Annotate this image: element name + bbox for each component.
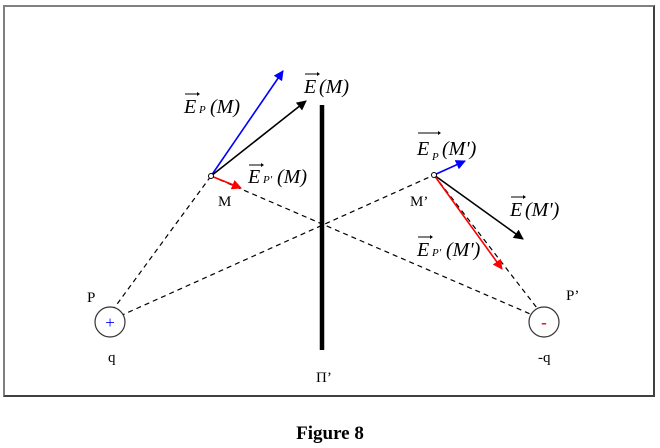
label-E-Pprime-Mprime: E P' (M') xyxy=(416,235,481,261)
charge-P-circle xyxy=(94,306,126,338)
label-Mprime: M’ xyxy=(410,194,428,210)
svg-text:(M'): (M') xyxy=(442,138,477,160)
label-E-Pprime-M: E P' (M) xyxy=(247,163,307,188)
svg-text:(M'): (M') xyxy=(525,199,560,221)
dashed-line-P-M xyxy=(111,175,212,312)
label-P: P xyxy=(87,290,95,306)
construction-lines xyxy=(111,174,538,317)
label-negq: -q xyxy=(538,350,551,366)
label-M: M xyxy=(218,194,231,210)
svg-text:P: P xyxy=(198,104,206,116)
minus-sign: - xyxy=(541,313,547,332)
dashed-line-Mprime-Pprime xyxy=(433,174,538,309)
svg-text:E: E xyxy=(509,199,522,221)
label-E-P-Mprime: E P (M') xyxy=(416,131,477,163)
dashed-line-M-Pprime xyxy=(210,175,536,317)
point-Mprime xyxy=(431,172,437,178)
figure-frame xyxy=(3,5,655,397)
label-q: q xyxy=(108,350,116,366)
svg-text:P: P xyxy=(431,151,439,163)
vector-E-at-M xyxy=(210,100,307,177)
svg-text:E: E xyxy=(416,138,429,160)
plus-sign: + xyxy=(105,313,115,332)
charge-Pprime-circle xyxy=(528,306,560,338)
svg-text:E: E xyxy=(416,239,429,261)
vector-E-Pprime-at-M xyxy=(210,175,242,190)
label-E-M: E (M) xyxy=(303,72,349,98)
svg-text:(M'): (M') xyxy=(446,239,481,261)
svg-text:(M): (M) xyxy=(210,96,240,118)
label-Pprime: P’ xyxy=(566,288,579,304)
svg-text:E: E xyxy=(303,76,316,98)
svg-text:P': P' xyxy=(431,247,442,259)
vector-E-P-at-M xyxy=(210,70,284,177)
svg-text:P': P' xyxy=(262,174,273,186)
svg-text:E: E xyxy=(183,96,196,118)
label-E-P-M: E P (M) xyxy=(183,92,240,118)
svg-text:(M): (M) xyxy=(277,166,307,188)
svg-text:(M): (M) xyxy=(319,76,349,98)
vector-E-P-at-Mprime xyxy=(433,160,466,176)
figure-caption: Figure 8 xyxy=(296,423,364,444)
vector-E-Pprime-at-Mprime xyxy=(433,174,503,270)
svg-text:E: E xyxy=(247,166,260,188)
label-E-Mprime: E (M') xyxy=(509,195,560,221)
vector-E-at-Mprime xyxy=(433,174,524,240)
point-M xyxy=(208,173,214,179)
label-plane: Π’ xyxy=(316,370,332,386)
dashed-line-P-Mprime xyxy=(119,174,435,317)
